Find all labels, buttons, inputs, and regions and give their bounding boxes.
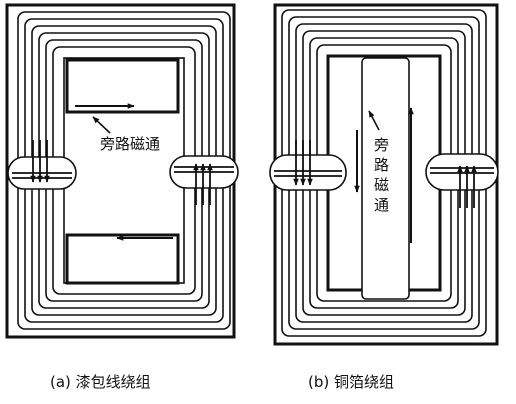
left-air-gap (269, 154, 347, 191)
upper-winding-box (65, 58, 180, 114)
label-char: 通 (374, 196, 389, 214)
label-pointer-arrow (92, 116, 111, 134)
panel-b-copper-foil-winding: 旁 路 磁 通 (269, 3, 499, 346)
panel-a-enamel-wire-winding: 旁路磁通 (5, 3, 239, 339)
left-gap-flux (12, 140, 72, 183)
lower-winding-box (65, 233, 180, 285)
right-air-gap (425, 153, 499, 191)
label-pointer-arrow (368, 110, 380, 131)
left-gap-flux (274, 140, 342, 186)
label-char: 磁 (374, 176, 389, 194)
right-gap-flux (174, 163, 234, 205)
caption-a: (a) 漆包线绕组 (50, 373, 151, 391)
label-char: 路 (374, 156, 389, 174)
bypass-flux-label-vertical: 旁 路 磁 通 (374, 136, 389, 214)
right-gap-flux (430, 165, 494, 208)
foil-winding-box (361, 57, 410, 300)
bypass-flux-label: 旁路磁通 (100, 135, 160, 153)
label-char: 旁 (374, 136, 389, 154)
caption-b: (b) 铜箔绕组 (308, 373, 394, 391)
